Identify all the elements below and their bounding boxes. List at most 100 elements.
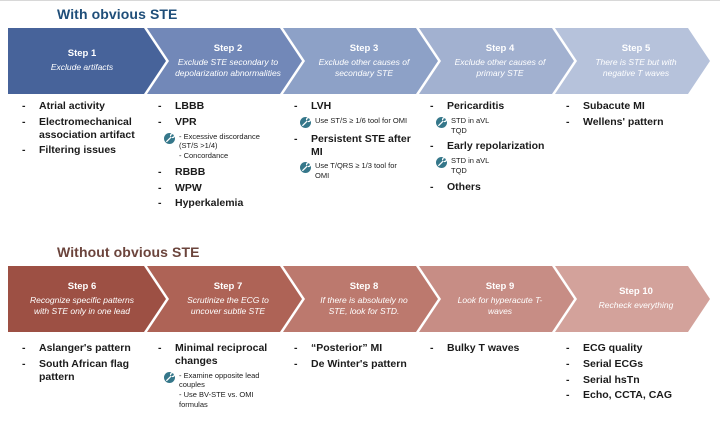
list-item-text: Echo, CCTA, CAG bbox=[583, 389, 673, 402]
step-10-list: ECG quality Serial ECGs Serial hsTn Echo… bbox=[552, 342, 688, 415]
list-item-text: Minimal reciprocal changes bbox=[175, 342, 268, 367]
list-item-text: Others bbox=[447, 180, 481, 193]
bullet-dash bbox=[22, 116, 39, 142]
list-item-text: Subacute MI bbox=[583, 100, 645, 112]
bullet-dash bbox=[158, 182, 175, 195]
bullet-dash bbox=[22, 342, 39, 355]
list-item-text: Early repolarization bbox=[447, 140, 545, 153]
step-subtitle: Exclude STE secondary to depolarization … bbox=[175, 56, 281, 78]
list-item-text: Serial ECGs bbox=[583, 357, 644, 370]
lists-bottom: Aslanger's pattern South African flag pa… bbox=[8, 342, 712, 415]
list-item: Aslanger's pattern bbox=[22, 342, 140, 355]
step-8-list: “Posterior” MI De Winter's pattern bbox=[280, 342, 416, 415]
list-item: Wellens' pattern bbox=[566, 116, 684, 129]
list-item: ECG quality bbox=[566, 342, 684, 355]
list-item-text: Persistent STE after MI bbox=[311, 132, 411, 158]
list-item: Electromechanical association artifact bbox=[22, 116, 140, 142]
step-title: Step 9 bbox=[485, 280, 515, 292]
list-item-text: LBBB bbox=[175, 100, 205, 112]
list-item-text: VPR bbox=[175, 115, 197, 128]
list-item-text: WPW bbox=[175, 181, 202, 194]
list-item-text: Aslanger's pattern bbox=[39, 342, 131, 354]
step-title: Step 6 bbox=[67, 280, 97, 292]
step-8-chevron: Step 8 If there is absolutely no STE, lo… bbox=[283, 266, 438, 332]
wrench-icon bbox=[164, 371, 175, 383]
step-3-list: LVH Use ST/S ≥ 1/6 tool for OMI Persiste… bbox=[280, 100, 416, 213]
step-5-list: Subacute MI Wellens' pattern bbox=[552, 100, 688, 213]
tool-note: Use ST/S ≥ 1/6 tool for OMI bbox=[300, 116, 412, 128]
step-1-list: Atrial activity Electromechanical associ… bbox=[8, 100, 144, 213]
bullet-dash bbox=[566, 342, 583, 355]
list-item-text: Serial hsTn bbox=[583, 373, 640, 386]
list-item: Echo, CCTA, CAG bbox=[566, 389, 684, 402]
step-subtitle: Exclude other causes of secondary STE bbox=[318, 56, 410, 78]
step-subtitle: Look for hyperacute T-waves bbox=[457, 294, 543, 316]
list-item-text: Atrial activity bbox=[39, 100, 105, 112]
wrench-icon bbox=[164, 132, 175, 144]
bullet-dash bbox=[22, 100, 39, 113]
step-5-chevron: Step 5 There is STE but with negative T … bbox=[555, 28, 710, 94]
list-item: Pericarditis bbox=[430, 100, 548, 113]
list-item: Others bbox=[430, 181, 548, 194]
step-6-list: Aslanger's pattern South African flag pa… bbox=[8, 342, 144, 415]
step-2-chevron: Step 2 Exclude STE secondary to depolari… bbox=[147, 28, 302, 94]
step-title: Step 4 bbox=[485, 42, 515, 54]
step-10-chevron: Step 10 Recheck everything bbox=[555, 266, 710, 332]
step-3-chevron: Step 3 Exclude other causes of secondary… bbox=[283, 28, 438, 94]
list-item-text: Pericarditis bbox=[447, 100, 505, 112]
list-item-text: RBBB bbox=[175, 165, 206, 178]
list-item: “Posterior” MI bbox=[294, 342, 412, 355]
list-item: LVH bbox=[294, 100, 412, 113]
list-item: Subacute MI bbox=[566, 100, 684, 113]
bullet-dash bbox=[294, 342, 311, 355]
tool-text: - Examine opposite lead couples- Use BV-… bbox=[179, 370, 260, 409]
list-item: VPR bbox=[158, 116, 276, 129]
list-item-text: ECG quality bbox=[583, 342, 643, 354]
step-subtitle: If there is absolutely no STE, look for … bbox=[320, 294, 408, 316]
step-subtitle: Recognize specific patterns with STE onl… bbox=[30, 294, 134, 316]
tool-note: - Examine opposite lead couples- Use BV-… bbox=[164, 371, 276, 410]
list-item-text: Wellens' pattern bbox=[583, 115, 664, 128]
step-title: Step 10 bbox=[619, 286, 653, 298]
list-item: LBBB bbox=[158, 100, 276, 113]
list-item: Atrial activity bbox=[22, 100, 140, 113]
tool-note: - Excessive discordance (ST/S >1/4)- Con… bbox=[164, 132, 276, 161]
step-7-list: Minimal reciprocal changes - Examine opp… bbox=[144, 342, 280, 415]
bullet-dash bbox=[566, 116, 583, 129]
bullet-dash bbox=[294, 100, 311, 113]
bullet-dash bbox=[430, 181, 447, 194]
step-subtitle: Recheck everything bbox=[598, 300, 674, 311]
chevron-band-bottom: Step 6 Recognize specific patterns with … bbox=[8, 266, 712, 332]
step-subtitle: There is STE but with negative T waves bbox=[595, 56, 677, 78]
list-item: De Winter's pattern bbox=[294, 358, 412, 371]
step-9-chevron: Step 9 Look for hyperacute T-waves bbox=[419, 266, 574, 332]
bullet-dash bbox=[294, 133, 311, 159]
list-item: Bulky T waves bbox=[430, 342, 548, 355]
step-7-chevron: Step 7 Scrutinize the ECG to uncover sub… bbox=[147, 266, 302, 332]
step-title: Step 2 bbox=[213, 42, 243, 54]
step-title: Step 3 bbox=[349, 42, 379, 54]
list-item: Early repolarization bbox=[430, 140, 548, 153]
list-item: Serial ECGs bbox=[566, 358, 684, 371]
wrench-icon bbox=[300, 116, 311, 128]
list-item-text: “Posterior” MI bbox=[311, 342, 383, 354]
section-heading-without-ste: Without obvious STE bbox=[57, 244, 200, 260]
bullet-dash bbox=[566, 358, 583, 371]
bullet-dash bbox=[566, 374, 583, 387]
chevron-band-top: Step 1 Exclude artifacts Step 2 Exclude … bbox=[8, 28, 712, 94]
step-subtitle: Scrutinize the ECG to uncover subtle STE bbox=[187, 294, 269, 316]
bullet-dash bbox=[430, 100, 447, 113]
bullet-dash bbox=[430, 342, 447, 355]
bullet-dash bbox=[22, 358, 39, 384]
list-item-text: De Winter's pattern bbox=[311, 357, 407, 370]
bullet-dash bbox=[158, 197, 175, 210]
bullet-dash bbox=[22, 144, 39, 157]
list-item: Filtering issues bbox=[22, 144, 140, 157]
tool-text: Use T/QRS ≥ 1/3 tool for OMI bbox=[315, 161, 397, 181]
step-1-chevron: Step 1 Exclude artifacts bbox=[8, 28, 166, 94]
list-item-text: Bulky T waves bbox=[447, 342, 520, 354]
